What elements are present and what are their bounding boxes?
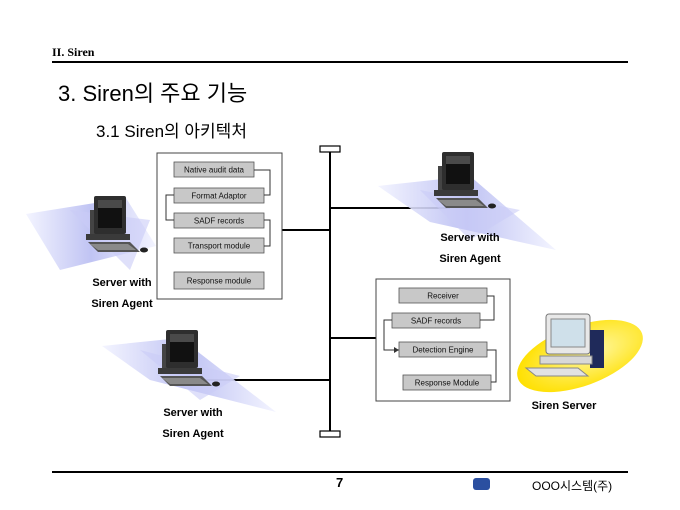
- server-module-panel: Receiver SADF records Detection Engine R…: [375, 278, 511, 402]
- header-rule: [52, 61, 628, 63]
- siren-server-computer: [517, 313, 643, 393]
- caption-line: Siren Agent: [439, 253, 501, 265]
- agent-module-label: SADF records: [194, 217, 244, 226]
- agent-computer-left: [26, 196, 156, 270]
- agent-module-label: Native audit data: [184, 166, 245, 175]
- page-title: 3. Siren의 주요 기능: [58, 81, 248, 106]
- section-label: II. Siren: [52, 45, 95, 59]
- caption-line: Siren Agent: [91, 298, 153, 310]
- agent-module-box: [173, 271, 265, 290]
- agent-module-label: Response module: [187, 277, 252, 286]
- server-module-label: Receiver: [427, 292, 459, 301]
- company-logo: [473, 478, 490, 490]
- caption-line: Server with: [163, 407, 223, 419]
- agent-module-label: Transport module: [188, 242, 251, 251]
- server-module-label: Response Module: [415, 379, 480, 388]
- page-number: 7: [336, 475, 344, 490]
- company-name: OOO시스템(주): [532, 479, 613, 493]
- agent-module-panel: Native audit data Format Adaptor SADF re…: [156, 152, 283, 300]
- agent-left-caption: Server with Siren Agent: [82, 273, 162, 315]
- agent-module-label: Format Adaptor: [191, 192, 246, 201]
- footer-rule: [52, 471, 628, 473]
- agent-bottom-caption: Server with Siren Agent: [153, 403, 233, 445]
- server-module-label: Detection Engine: [413, 346, 474, 355]
- caption-line: Siren Agent: [162, 428, 224, 440]
- siren-server-caption: Siren Server: [531, 400, 597, 412]
- caption-line: Server with: [440, 232, 500, 244]
- page-subtitle: 3.1 Siren의 아키텍처: [96, 122, 247, 141]
- network-bus: [204, 152, 450, 432]
- agent-right-caption: Server with Siren Agent: [430, 228, 510, 270]
- agent-computer-right: [378, 152, 556, 250]
- agent-computer-bottom: [102, 330, 276, 412]
- server-module-label: SADF records: [411, 317, 461, 326]
- caption-line: Server with: [92, 277, 152, 289]
